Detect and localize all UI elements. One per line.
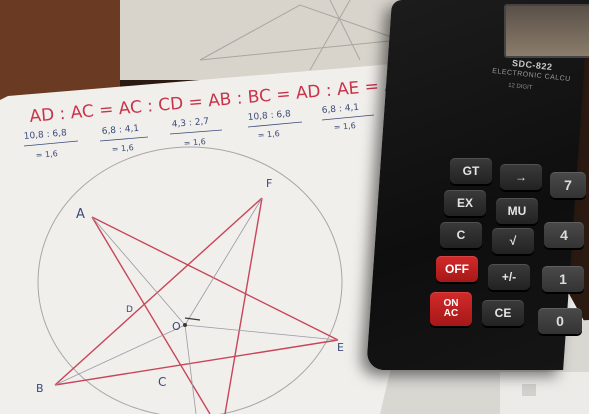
key-7[interactable]: 7 xyxy=(550,172,586,198)
edge-f-b xyxy=(54,197,263,386)
circumscribed-circle xyxy=(37,146,343,414)
label-d: D xyxy=(126,305,133,315)
key-mu[interactable]: MU xyxy=(496,198,538,224)
vertex-labels: A F E B C O D xyxy=(36,177,344,395)
key-gt[interactable]: GT xyxy=(450,158,492,184)
edge-f-bottom xyxy=(224,197,263,414)
key-on-label: ON xyxy=(443,298,459,309)
wood-surface xyxy=(0,0,120,100)
ratio-4-underline xyxy=(247,121,303,128)
calculator: SDC-822 ELECTRONIC CALCU 12 DIGIT GT → 7… xyxy=(366,0,589,370)
ratio-4-pair: 10,8 : 6,8 xyxy=(247,109,291,123)
key-sqrt[interactable]: √ xyxy=(492,228,534,254)
label-o: O xyxy=(172,320,181,333)
key-0[interactable]: 0 xyxy=(538,308,582,334)
construction-lines xyxy=(54,197,339,414)
construction-line xyxy=(184,324,197,414)
label-f: F xyxy=(266,177,272,190)
white-object xyxy=(500,372,589,414)
pentagram xyxy=(54,197,339,414)
ratio-2-result: = 1,6 xyxy=(111,143,134,154)
ratio-1-result: = 1,6 xyxy=(35,149,58,160)
label-c: C xyxy=(158,375,166,389)
key-on-ac[interactable]: ON AC xyxy=(430,292,472,326)
ratio-5-pair: 6,8 : 4,1 xyxy=(321,103,359,116)
key-4[interactable]: 4 xyxy=(544,222,584,248)
center-mark xyxy=(184,317,201,321)
center-point xyxy=(183,323,187,327)
construction-line xyxy=(184,197,263,326)
key-plusminus[interactable]: +/- xyxy=(488,264,530,290)
label-a: A xyxy=(76,207,85,222)
edge-a-c xyxy=(91,216,339,341)
construction-line xyxy=(184,324,339,341)
key-ex[interactable]: EX xyxy=(444,190,486,216)
key-c[interactable]: C xyxy=(440,222,482,248)
ratio-1-underline xyxy=(23,140,79,147)
label-e: E xyxy=(337,341,344,354)
background-sketch-line xyxy=(329,0,361,61)
label-b: B xyxy=(36,382,44,395)
key-ac-label: AC xyxy=(443,308,459,319)
ratio-3-underline xyxy=(169,129,223,135)
background-sketch-lines xyxy=(199,4,401,61)
ratio-2-underline xyxy=(99,136,149,142)
construction-line xyxy=(54,324,186,386)
ratio-4-result: = 1,6 xyxy=(257,129,280,140)
background-sketch-line xyxy=(309,0,351,71)
ratio-2-pair: 6,8 : 4,1 xyxy=(101,124,139,137)
key-ce[interactable]: CE xyxy=(482,300,524,326)
ratio-3-result: = 1,6 xyxy=(183,137,206,148)
ratio-5-underline xyxy=(321,114,375,121)
key-off[interactable]: OFF xyxy=(436,256,478,282)
solar-panel xyxy=(504,4,589,58)
ratio-1-pair: 10,8 : 6,8 xyxy=(23,128,67,142)
ratio-3-pair: 4,3 : 2,7 xyxy=(171,117,209,130)
edge-b-c xyxy=(54,339,339,386)
white-object-detail xyxy=(522,384,536,396)
construction-line xyxy=(91,216,186,326)
key-1[interactable]: 1 xyxy=(542,266,584,292)
key-arrow[interactable]: → xyxy=(500,164,542,190)
ratio-5-result: = 1,6 xyxy=(333,121,356,132)
edge-a-bottom xyxy=(91,216,211,414)
